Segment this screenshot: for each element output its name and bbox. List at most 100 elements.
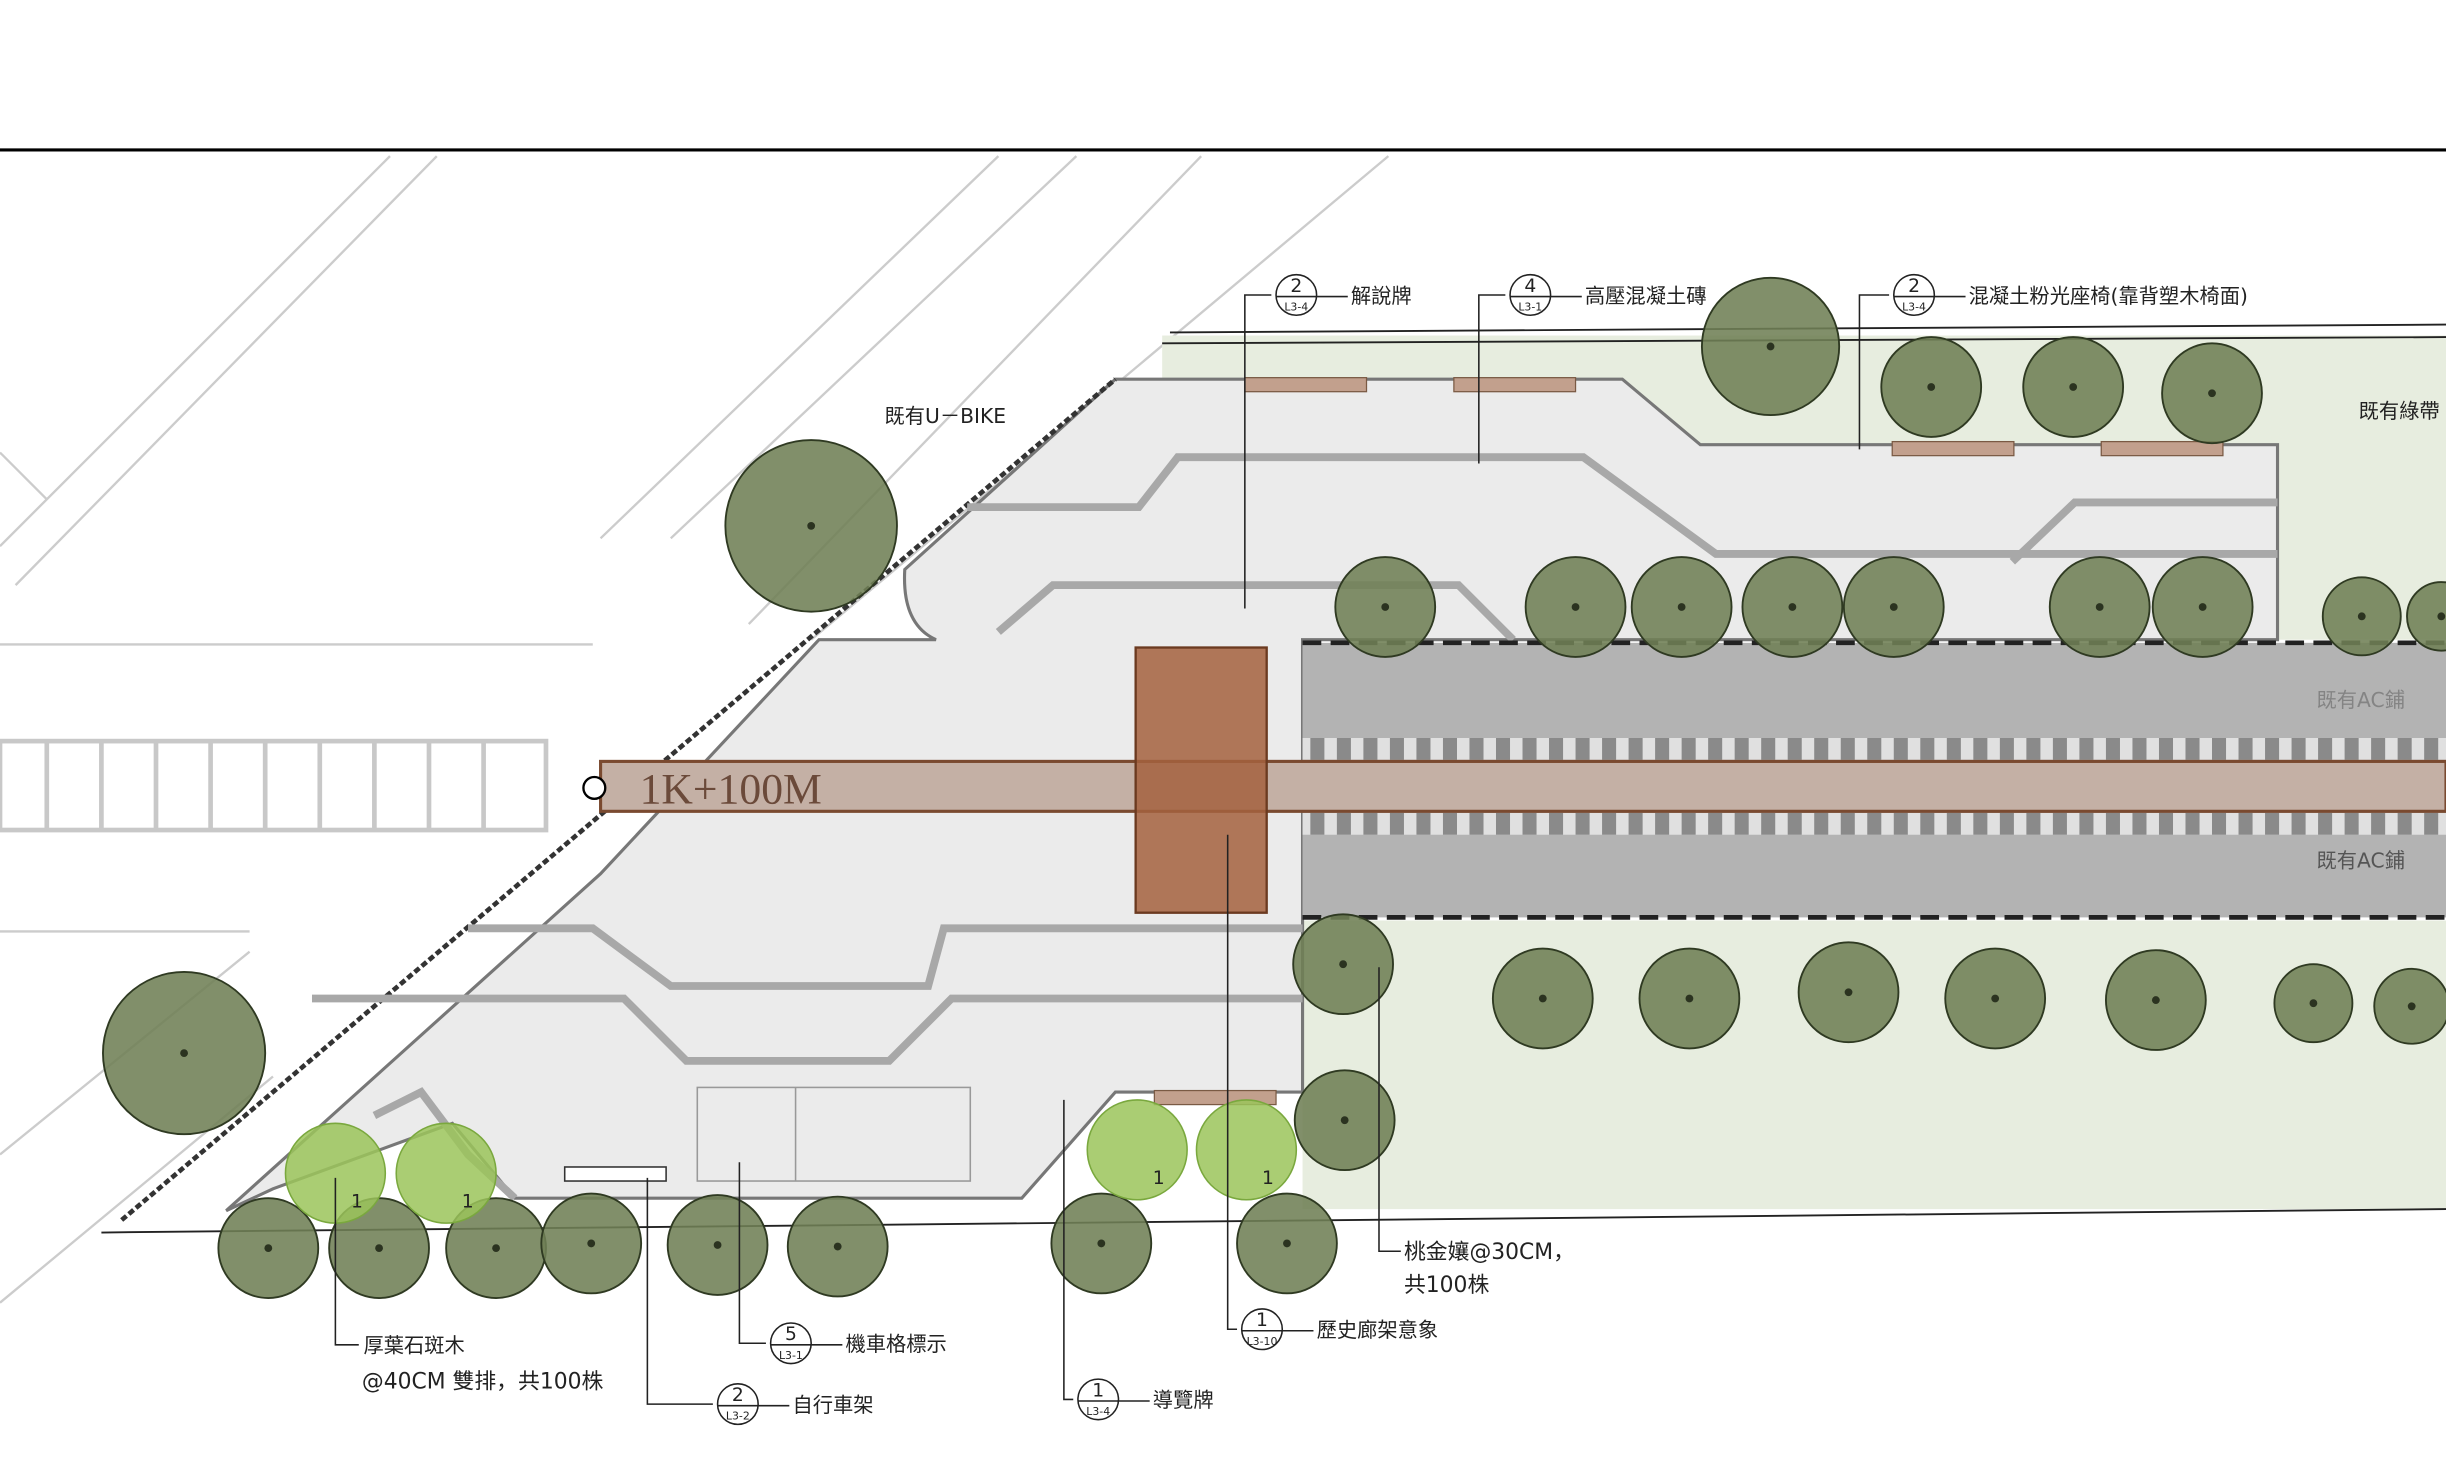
callout-sheet: L3-1 [779, 1349, 803, 1362]
tree-trunk [2437, 612, 2446, 621]
callout-sheet: L3-4 [1086, 1405, 1110, 1418]
tree-trunk [1927, 383, 1936, 391]
callout-number: 2 [1908, 276, 1920, 297]
tree-trunk [1844, 988, 1853, 997]
rail-tie [2424, 738, 2439, 760]
rail-tie [1840, 738, 1855, 760]
rail-tie [1495, 812, 1511, 835]
rail-tie [2105, 812, 2120, 835]
rail-tie [1628, 812, 1643, 835]
rail-track [599, 759, 2446, 813]
tree-canopy [2406, 581, 2446, 652]
rail-tie [1814, 812, 1829, 835]
rail-tie [2344, 812, 2359, 835]
rail-tie [1973, 812, 1988, 835]
callout-label: 歷史廊架意象 [1317, 1318, 1439, 1342]
rail-tie [1999, 738, 2014, 760]
rail-tie [2185, 812, 2200, 835]
rail-tie [2238, 738, 2253, 760]
tree-tag: 1 [462, 1192, 474, 1213]
tree-trunk [1677, 603, 1686, 611]
rail-tie [1708, 812, 1723, 835]
tree-trunk [807, 521, 816, 530]
rail-tie [2105, 738, 2120, 760]
tree-trunk [2357, 612, 2366, 621]
bike-rack [563, 1166, 667, 1182]
tree-trunk [2309, 999, 2318, 1008]
rail-tie [2265, 812, 2280, 835]
rail-tie [1416, 812, 1431, 835]
tree-trunk [587, 1239, 596, 1248]
tree-trunk [1339, 960, 1348, 969]
callout-sheet: L3-4 [1284, 301, 1308, 314]
rail-tie [2424, 812, 2439, 835]
callout-sheet: L3-10 [1247, 1335, 1278, 1348]
rail-tie [2371, 738, 2386, 760]
callout-number: 4 [1524, 276, 1536, 297]
rail-tie [2318, 812, 2333, 835]
rail-tie [2158, 738, 2174, 760]
tree-trunk [1685, 994, 1694, 1003]
shrub-tree [1086, 1099, 1188, 1201]
tree-trunk [1571, 603, 1580, 611]
rail-tie [1734, 812, 1749, 835]
rail-tie [1708, 738, 1723, 760]
tree-trunk [375, 1244, 383, 1253]
tree-trunk [2208, 389, 2216, 398]
tree-trunk [492, 1244, 500, 1253]
callout-circle [1509, 273, 1552, 317]
rail-tie [1867, 812, 1882, 835]
rail-tie [2026, 812, 2041, 835]
rail-tie [2397, 738, 2412, 760]
callout-6: 1L3-10 歷史廊架意象 [1240, 1308, 1439, 1351]
rail-tie [2132, 812, 2147, 835]
callout-label: 機車格標示 [845, 1332, 946, 1356]
rail-tie [1575, 738, 1590, 760]
rail-tie [2212, 738, 2227, 760]
rail-tie [1469, 812, 1484, 835]
tree-trunk [1538, 994, 1547, 1003]
tree-trunk [264, 1244, 273, 1253]
rail-tie [1655, 812, 1670, 835]
rail-tie [1416, 738, 1431, 760]
rail-tie [1469, 738, 1484, 760]
tree-trunk [833, 1242, 842, 1251]
tree-trunk [1381, 603, 1390, 611]
rail-tie [1920, 738, 1935, 760]
rail-tie [1442, 738, 1457, 760]
rail-tie [2265, 738, 2280, 760]
callout-circle [1275, 273, 1318, 317]
tree-tag: 1 [1262, 1168, 1274, 1189]
callout-circle [716, 1383, 759, 1426]
rail-tie [1442, 812, 1457, 835]
callout-number: 1 [1256, 1310, 1268, 1331]
rail-tie [1999, 812, 2014, 835]
tree-trunk [1766, 342, 1775, 351]
callout-label: 自行車架 [792, 1393, 873, 1417]
rail-tie [1522, 738, 1537, 760]
callout-sheet: L3-1 [1518, 301, 1542, 314]
rail-tie [2318, 738, 2333, 760]
rail-tie [2052, 738, 2067, 760]
label-greenbelt: 既有綠帶 [2359, 399, 2440, 423]
rail-tie [1946, 738, 1961, 760]
rail-tie [2052, 812, 2067, 835]
tree-trunk [1991, 994, 2000, 1003]
tree-trunk [2407, 1002, 2416, 1011]
shrub2-count: 共100株 [1404, 1273, 1489, 1298]
callout-circle [769, 1322, 812, 1365]
tree-trunk [2069, 383, 2078, 391]
rail-tie [1336, 812, 1351, 835]
rail-tie [1973, 738, 1988, 760]
rail-tie [1867, 738, 1882, 760]
leader-lines [334, 294, 1890, 1405]
rail-tie [2238, 812, 2253, 835]
tree-trunk [1283, 1239, 1291, 1248]
rail-tie [2185, 738, 2200, 760]
shrub-tree [395, 1122, 497, 1224]
callout-label: 混凝土粉光座椅(靠背塑木椅面) [1969, 284, 2248, 308]
rail-tie [1310, 812, 1325, 835]
